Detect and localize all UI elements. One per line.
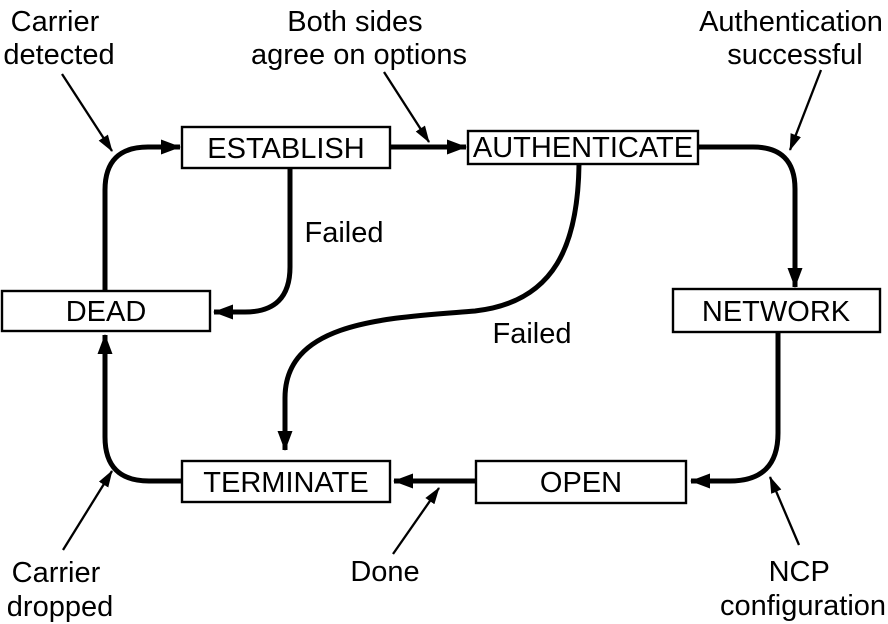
callout-label-carrier-detected: Carrier detected xyxy=(3,6,114,71)
callout-label-line: detected xyxy=(3,39,114,71)
callout-label-line: Authentication xyxy=(699,6,883,38)
edge-authenticate-to-terminate-failed xyxy=(277,163,582,451)
edge-network-to-open xyxy=(690,332,781,489)
callout-label-line: Both sides xyxy=(287,6,422,38)
callout-label-line: Carrier xyxy=(11,6,100,38)
state-terminate-box xyxy=(180,459,392,504)
state-dead-box xyxy=(0,289,212,333)
edge-label-failed-establish: Failed xyxy=(305,217,384,249)
state-open: OPEN xyxy=(474,459,688,505)
callout-arrow-carrier-detected xyxy=(61,73,113,152)
callout-label-line: NCP xyxy=(769,556,830,588)
callout-label-line: agree on options xyxy=(251,39,467,71)
state-establish-label: ESTABLISH xyxy=(207,133,364,165)
state-establish: ESTABLISH xyxy=(180,125,392,170)
callout-label-done: Done xyxy=(350,556,419,588)
callout-arrow-done xyxy=(392,487,440,555)
state-authenticate: AUTHENTICATE xyxy=(466,129,700,166)
state-establish-box xyxy=(180,125,392,170)
state-network: NETWORK xyxy=(671,287,882,334)
callout-label-line: Done xyxy=(350,556,419,588)
callout-label-both-sides-agree: Both sides agree on options xyxy=(251,6,467,71)
edge-label-failed-authenticate: Failed xyxy=(493,318,572,350)
callout-label-carrier-dropped: Carrier dropped xyxy=(7,557,113,623)
edge-terminate-to-dead xyxy=(97,334,182,484)
state-authenticate-box xyxy=(466,129,700,166)
callout-label-ncp-configuration: NCP configuration xyxy=(720,556,886,622)
state-network-box xyxy=(671,287,882,334)
callout-label-line: Carrier xyxy=(12,557,101,589)
callout-label-line: dropped xyxy=(7,591,113,623)
callout-arrow-carrier-dropped xyxy=(62,470,113,551)
state-terminate: TERMINATE xyxy=(180,459,392,504)
state-open-box xyxy=(474,459,688,505)
state-network-label: NETWORK xyxy=(702,296,851,328)
callout-label-line: configuration xyxy=(720,590,886,622)
callout-arrow-ncp-configuration xyxy=(768,476,801,546)
state-dead-label: DEAD xyxy=(66,296,147,328)
callout-label-authentication-successful: Authentication successful xyxy=(699,6,888,71)
edge-establish-to-dead-failed xyxy=(213,168,293,320)
callout-arrow-authentication-successful xyxy=(788,69,823,151)
edge-dead-to-establish xyxy=(102,139,181,291)
state-dead: DEAD xyxy=(0,289,212,333)
callout-arrow-both-sides-agree xyxy=(383,71,430,143)
state-open-label: OPEN xyxy=(540,467,622,499)
edge-authenticate-to-network xyxy=(698,144,803,288)
callout-label-line: successful xyxy=(727,39,862,71)
state-terminate-label: TERMINATE xyxy=(203,467,368,499)
state-authenticate-label: AUTHENTICATE xyxy=(473,132,693,164)
